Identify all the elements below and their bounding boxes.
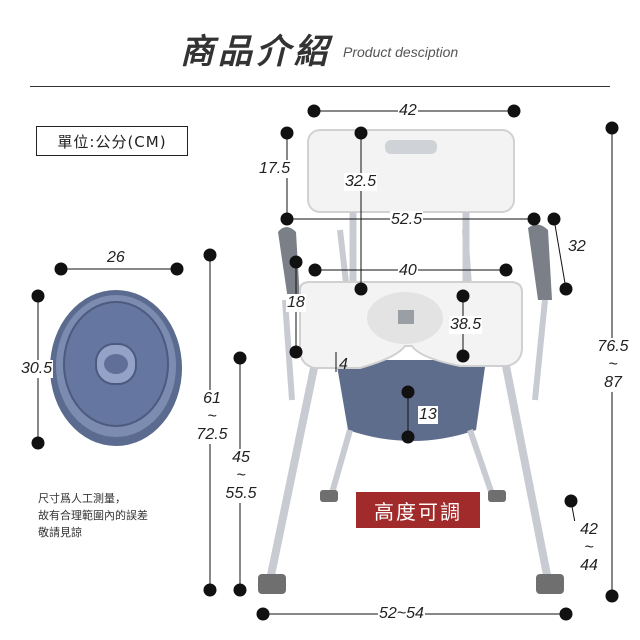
dim-armrest-length: 32 xyxy=(567,238,587,256)
note-line: 尺寸爲人工測量， xyxy=(38,492,126,505)
note-line: 敬請見諒 xyxy=(38,526,82,539)
dim-pot-width: 26 xyxy=(106,249,126,267)
potty-bucket-image xyxy=(50,290,182,446)
dim-bucket-depth: 13 xyxy=(418,406,438,424)
dim-backrest-height: 17.5 xyxy=(258,160,292,178)
dim-back-leg-height: 61 ~ 72.5 xyxy=(192,390,232,444)
dim-base-width: 52~54 xyxy=(378,605,425,623)
dim-seat-depth: 38.5 xyxy=(449,316,483,334)
height-adjustable-badge: 高度可調 xyxy=(356,492,480,528)
commode-chair-image xyxy=(258,129,564,594)
dim-total-height: 76.5 ~ 87 xyxy=(594,338,632,392)
dim-backrest-width: 42 xyxy=(398,102,418,120)
dim-pot-height: 30.5 xyxy=(20,360,54,378)
dim-seat-gap: 4 xyxy=(339,356,348,373)
note-line: 故有合理範圍內的誤差 xyxy=(38,509,148,522)
measurement-note: 尺寸爲人工測量， 故有合理範圍內的誤差 敬請見諒 xyxy=(38,490,188,541)
unit-label: 單位:公分(CM) xyxy=(36,126,188,156)
dim-arm-span: 52.5 xyxy=(390,211,424,229)
title-divider xyxy=(30,86,610,87)
page-subtitle: Product desciption xyxy=(343,44,459,60)
dim-seat-height: 45 ~ 55.5 xyxy=(220,449,262,503)
dim-leg-adjust: 42 ~ 44 xyxy=(574,521,604,575)
dim-arm-height: 18 xyxy=(286,294,306,312)
dim-seat-width: 40 xyxy=(398,262,418,280)
dim-back-to-seat: 32.5 xyxy=(344,173,378,191)
page-title: 商品介紹 xyxy=(180,32,332,72)
